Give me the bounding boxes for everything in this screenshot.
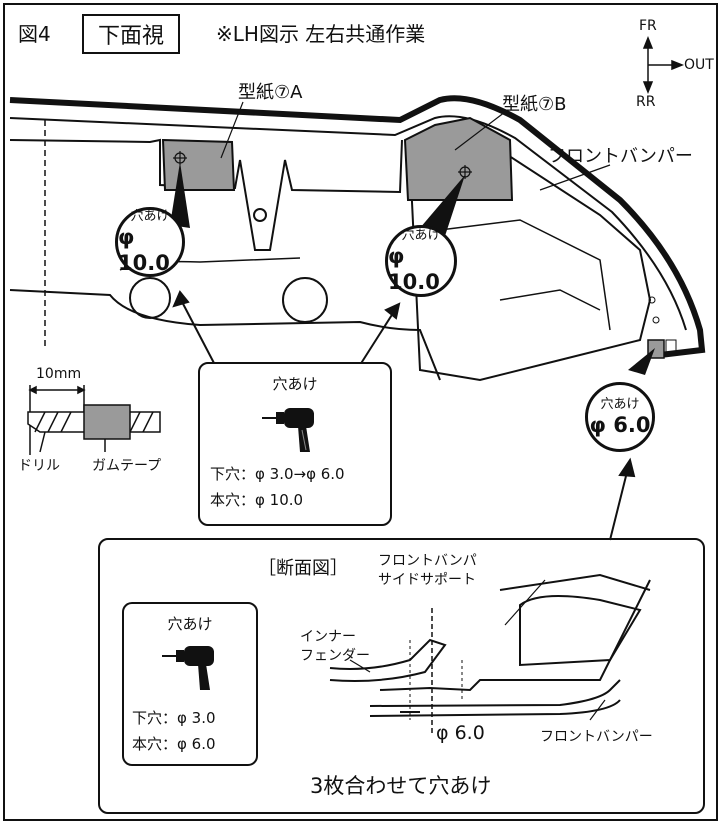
body-hole-2 bbox=[282, 277, 328, 323]
arrow-to-a bbox=[172, 290, 216, 366]
header-note: ※LH図示 左右共通作業 bbox=[216, 22, 426, 46]
side-support bbox=[408, 148, 652, 382]
hole-bubble-c: 穴あけ φ 6.0 bbox=[585, 382, 655, 452]
tape-length: 10mm bbox=[36, 366, 82, 382]
bumper-inner-line bbox=[9, 115, 687, 331]
section-drill-card-main: 本穴：φ 6.0 bbox=[132, 735, 216, 753]
body-edge bbox=[9, 138, 403, 251]
compass-out: OUT bbox=[684, 57, 714, 73]
arrow-to-b bbox=[359, 302, 401, 366]
hole-bubble-a-top: 穴あけ bbox=[130, 208, 170, 224]
arrow-to-c bbox=[609, 457, 636, 541]
hole-bubble-c-size: φ 6.0 bbox=[589, 412, 651, 437]
section-drawing bbox=[329, 573, 651, 717]
pointer-c bbox=[628, 348, 655, 375]
template-b-shape bbox=[403, 116, 514, 201]
front-bumper-label: フロントバンパー bbox=[548, 146, 693, 167]
drill-card: 穴あけ 下穴：φ 3.0→φ 6.0 本穴：φ 10.0 bbox=[198, 362, 392, 526]
hole-bubble-a: 穴あけ φ 10.0 bbox=[115, 207, 185, 277]
body-hole-3 bbox=[253, 208, 267, 222]
section-card: ［断面図］ フロントバンパ サイドサポート インナー フェンダー φ 6.0 フ… bbox=[98, 538, 705, 814]
section-drill-card-title: 穴あけ bbox=[167, 615, 213, 633]
hole-bubble-c-top: 穴あけ bbox=[600, 396, 640, 412]
section-drill-card-pilot: 下穴：φ 3.0 bbox=[132, 709, 216, 727]
body-hole-1 bbox=[129, 277, 171, 319]
view-label: 下面視 bbox=[82, 14, 181, 54]
section-bumper-label: フロントバンパー bbox=[540, 729, 653, 745]
crossmember bbox=[9, 289, 441, 381]
section-support-label: フロントバンパ サイドサポート bbox=[378, 553, 477, 588]
section-caption: 3枚合わせて穴あけ bbox=[310, 774, 492, 798]
tape-label: ガムテープ bbox=[92, 458, 162, 474]
drill-card-pilot: 下穴：φ 3.0→φ 6.0 bbox=[210, 465, 345, 483]
bumper-outline bbox=[9, 95, 706, 358]
compass-fr: FR bbox=[639, 18, 657, 34]
tape-shape bbox=[83, 404, 131, 440]
template-a-label: 型紙⑦A bbox=[238, 82, 303, 103]
template-a-shape bbox=[161, 138, 236, 191]
section-drill-card: 穴あけ 下穴：φ 3.0 本穴：φ 6.0 bbox=[122, 602, 258, 766]
figure-number: 図4 bbox=[18, 22, 51, 46]
hole-bubble-b: 穴あけ φ 10.0 bbox=[385, 225, 457, 297]
section-title: ［断面図］ bbox=[258, 558, 348, 579]
compass-arrows bbox=[642, 35, 685, 95]
hole-bubble-b-size: φ 10.0 bbox=[388, 243, 440, 294]
drill-card-title: 穴あけ bbox=[272, 375, 318, 393]
hole-bubble-b-top: 穴あけ bbox=[401, 227, 441, 243]
drill-icon bbox=[162, 638, 218, 694]
section-inner-fender-label: インナー フェンダー bbox=[300, 629, 370, 664]
hole-bubble-a-size: φ 10.0 bbox=[118, 224, 170, 275]
pointer-b bbox=[420, 175, 465, 236]
drill-tape-diagram bbox=[27, 385, 161, 455]
drill-card-main: 本穴：φ 10.0 bbox=[210, 491, 304, 509]
pointer-a bbox=[170, 162, 190, 228]
compass-rr: RR bbox=[636, 94, 656, 110]
drill-icon bbox=[262, 400, 318, 456]
template-b-label: 型紙⑦B bbox=[502, 94, 567, 115]
outer-frame bbox=[3, 3, 718, 821]
hole-mark-b bbox=[458, 165, 472, 179]
drill-label: ドリル bbox=[18, 458, 60, 474]
section-hole-label: φ 6.0 bbox=[436, 722, 485, 744]
